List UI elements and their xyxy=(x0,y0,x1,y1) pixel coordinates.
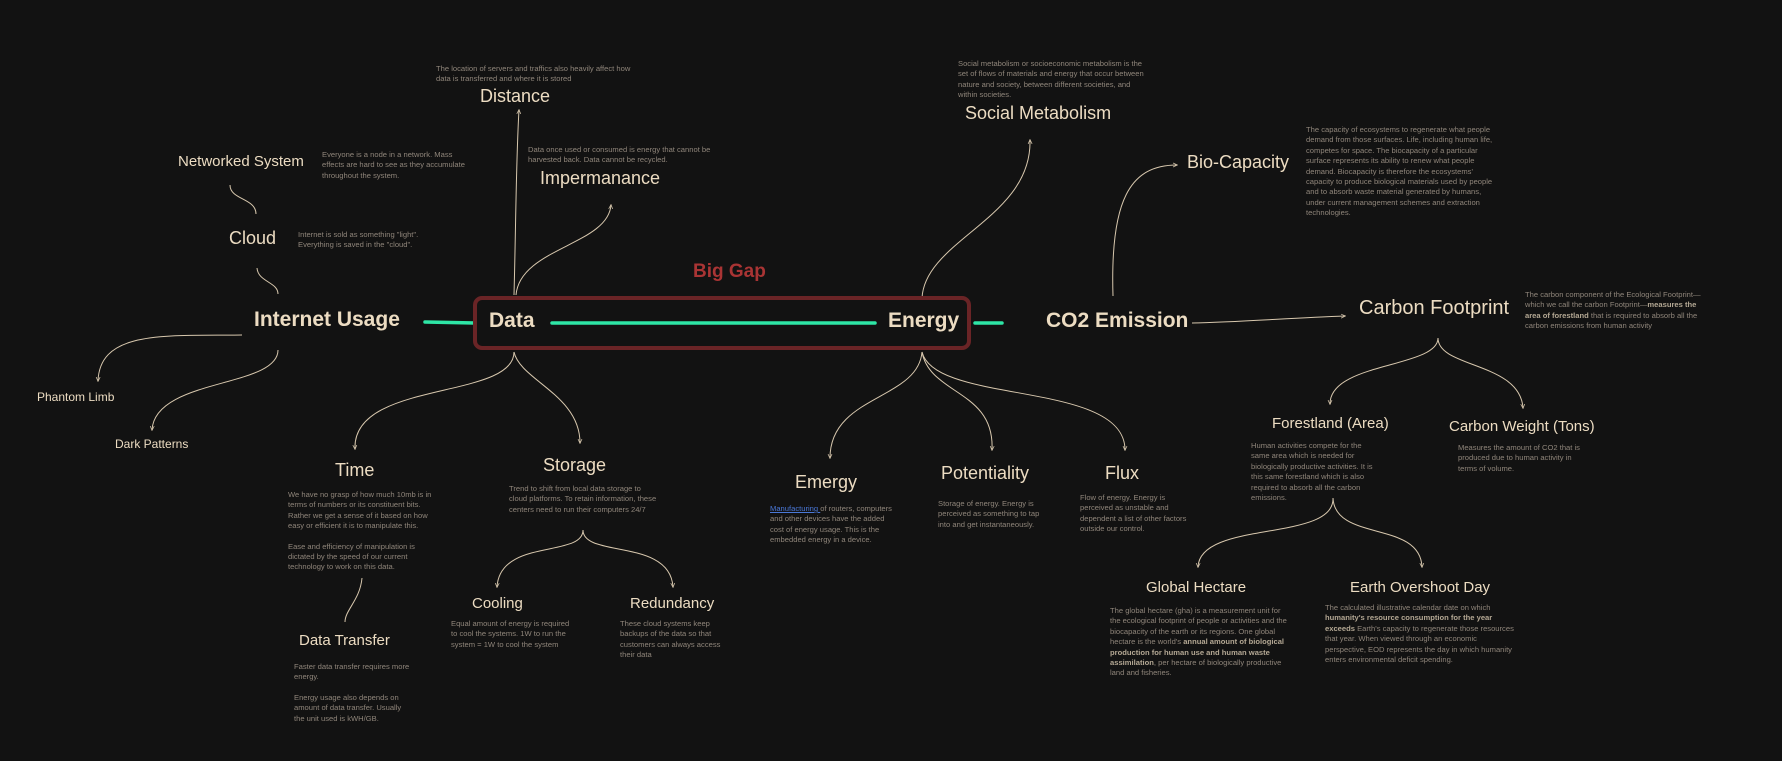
node-co2-emission[interactable]: CO2 Emission xyxy=(1046,309,1189,332)
link-co2-footprint xyxy=(1191,316,1345,324)
note-global-hectare: The global hectare (gha) is a measuremen… xyxy=(1110,606,1292,679)
node-phantom-limb[interactable]: Phantom Limb xyxy=(37,390,115,404)
note-carbon-weight: Measures the amount of CO2 that is produ… xyxy=(1458,443,1580,473)
node-networked-system[interactable]: Networked System xyxy=(178,153,304,170)
node-storage[interactable]: Storage xyxy=(543,455,607,475)
note-global-hectare-c: , per hectare of biologically productive… xyxy=(1110,658,1282,678)
note-time-part-1: We have no grasp of how much 10mb is in … xyxy=(288,490,432,531)
note-carbon-footprint-a: The carbon component of the Ecological F… xyxy=(1525,290,1701,310)
note-forestland: Human activities compete for the same ar… xyxy=(1251,441,1373,503)
note-cloud: Internet is sold as something "light". E… xyxy=(298,230,419,250)
link-internet-data xyxy=(423,320,477,325)
note-global-hectare-b: annual amount of biological production f… xyxy=(1110,637,1285,668)
node-flux[interactable]: Flux xyxy=(1105,463,1140,483)
note-potentiality: Storage of energy. Energy is perceived a… xyxy=(938,499,1040,529)
big-gap-box xyxy=(473,296,971,350)
note-distance: The location of servers and traffics als… xyxy=(436,64,631,84)
link-data-impermanance xyxy=(515,205,611,296)
note-flux: Flow of energy. Energy is perceived as u… xyxy=(1080,493,1187,534)
link-time-transfer xyxy=(344,577,363,623)
note-social-metabolism: Social metabolism or socioeconomic metab… xyxy=(958,59,1144,100)
note-earth-overshoot-day: The calculated illustrative calendar dat… xyxy=(1325,603,1519,665)
node-data[interactable]: Data xyxy=(489,309,535,332)
link-footprint-forestland xyxy=(1330,337,1439,404)
node-time[interactable]: Time xyxy=(335,460,375,480)
node-carbon-footprint[interactable]: Carbon Footprint xyxy=(1359,297,1510,319)
node-internet-usage[interactable]: Internet Usage xyxy=(254,308,400,331)
link-storage-cooling xyxy=(497,529,584,587)
big-gap-title: Big Gap xyxy=(693,261,766,282)
link-data-distance xyxy=(513,110,519,296)
link-data-storage xyxy=(513,351,580,443)
node-global-hectare[interactable]: Global Hectare xyxy=(1146,579,1247,596)
link-storage-redundancy xyxy=(582,529,673,587)
node-earth-overshoot-day[interactable]: Earth Overshoot Day xyxy=(1350,579,1491,596)
note-impermanance: Data once used or consumed is energy tha… xyxy=(528,145,711,165)
node-energy[interactable]: Energy xyxy=(888,309,960,332)
node-carbon-weight[interactable]: Carbon Weight (Tons) xyxy=(1449,418,1595,435)
note-storage: Trend to shift from local data storage t… xyxy=(509,484,657,514)
node-potentiality[interactable]: Potentiality xyxy=(941,463,1030,483)
link-internet-phantom xyxy=(98,334,243,381)
note-data-transfer-part-1: Faster data transfer requires more energ… xyxy=(294,662,410,682)
note-overshoot-b: humanity's resource consumption for the … xyxy=(1325,613,1493,633)
node-forestland[interactable]: Forestland (Area) xyxy=(1272,415,1389,432)
node-bio-capacity[interactable]: Bio-Capacity xyxy=(1187,152,1290,172)
note-data-transfer: Faster data transfer requires more energ… xyxy=(294,662,412,724)
note-overshoot-a: The calculated illustrative calendar dat… xyxy=(1325,603,1491,612)
link-footprint-weight xyxy=(1437,337,1523,408)
node-cooling[interactable]: Cooling xyxy=(472,595,523,612)
link-data-time xyxy=(355,351,515,449)
note-emergy: Manufacturing of routers, computers and … xyxy=(770,504,900,546)
link-energy-emergy xyxy=(830,351,923,458)
link-forest-overshoot xyxy=(1332,497,1422,567)
node-impermanance[interactable]: Impermanance xyxy=(540,168,661,188)
node-data-transfer[interactable]: Data Transfer xyxy=(299,632,390,649)
node-distance[interactable]: Distance xyxy=(480,86,551,106)
link-energy-flux xyxy=(921,351,1125,450)
node-social-metabolism[interactable]: Social Metabolism xyxy=(965,103,1112,123)
note-networked-system: Everyone is a node in a network. Mass ef… xyxy=(322,150,465,180)
link-internet-cloud xyxy=(256,267,279,295)
note-global-hectare-a: The global hectare (gha) is a measuremen… xyxy=(1110,606,1287,647)
link-energy-potentiality xyxy=(921,351,992,450)
note-carbon-footprint-b: measures the area of forestland xyxy=(1525,300,1697,320)
note-emergy-rest: of routers, computers and other devices … xyxy=(770,504,892,545)
link-forest-hectare xyxy=(1198,497,1334,567)
node-emergy[interactable]: Emergy xyxy=(795,472,858,492)
link-cloud-networked xyxy=(229,184,257,215)
link-co2-biocapacity xyxy=(1112,165,1177,297)
note-cooling: Equal amount of energy is required to co… xyxy=(451,619,570,649)
node-cloud[interactable]: Cloud xyxy=(229,228,277,248)
link-energy-social xyxy=(921,140,1030,299)
manufacturing-link[interactable]: Manufacturing xyxy=(770,504,821,513)
note-data-transfer-part-2: Energy usage also depends on amount of d… xyxy=(294,692,402,723)
note-carbon-footprint: The carbon component of the Ecological F… xyxy=(1525,290,1707,332)
note-bio-capacity: The capacity of ecosystems to regenerate… xyxy=(1306,125,1493,218)
link-internet-dark xyxy=(152,349,279,430)
note-overshoot-c: Earth's capacity to regenerate those res… xyxy=(1325,623,1514,665)
note-time: We have no grasp of how much 10mb is in … xyxy=(288,490,438,573)
note-redundancy: These cloud systems keep backups of the … xyxy=(620,619,721,660)
node-redundancy[interactable]: Redundancy xyxy=(630,595,715,612)
note-time-part-2: Ease and efficiency of manipulation is d… xyxy=(288,541,415,572)
note-carbon-footprint-c: that is required to absorb all the carbo… xyxy=(1525,310,1698,331)
node-dark-patterns[interactable]: Dark Patterns xyxy=(115,437,189,451)
